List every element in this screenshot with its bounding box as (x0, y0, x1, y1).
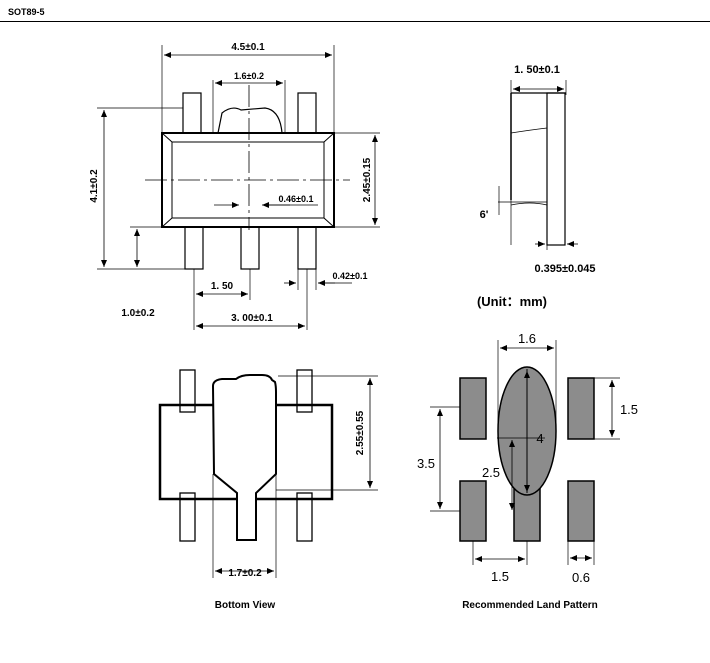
bv-lead-tr (296, 369, 313, 413)
bv-lead-br (296, 492, 313, 542)
dim-angle: 6' (480, 209, 489, 221)
land-pad-bl (459, 480, 487, 542)
dim-lead-width: 0.46±0.1 (279, 194, 314, 204)
dim-pitch: 1. 50 (211, 281, 234, 292)
lp-dim-center-pad: 2.5 (482, 465, 500, 480)
tab-outline (217, 107, 283, 134)
top-view (97, 45, 380, 330)
bottom-lead-1 (184, 226, 204, 270)
dim-lead-length: 1.0±0.2 (121, 308, 155, 319)
lp-dim-pad-height: 1.5 (620, 402, 638, 417)
dim-width: 4.5±0.1 (231, 42, 265, 53)
dim-height: 4.1±0.2 (89, 169, 100, 203)
land-pattern (430, 340, 620, 565)
dim-thickness: 1. 50±0.1 (514, 64, 560, 76)
side-view (498, 80, 578, 250)
bv-lead-bl (179, 492, 196, 542)
bv-thermal-pad (211, 374, 277, 541)
header-divider (0, 21, 710, 22)
bv-dim-pad-width: 1.7±0.2 (228, 568, 262, 579)
lp-dim-row-span: 3.5 (417, 456, 435, 471)
top-lead-left (182, 92, 202, 134)
land-pad-tl (459, 377, 487, 440)
dim-lead-thickness: 0.395±0.045 (534, 263, 595, 275)
dim-outer-lead-width: 0.42±0.1 (333, 271, 368, 281)
lp-dim-pad-width: 0.6 (572, 570, 590, 585)
top-lead-right (297, 92, 317, 134)
unit-label: (Unit：mm) (477, 294, 547, 309)
lp-dim-center-width: 1.6 (518, 331, 536, 346)
side-lead (546, 92, 566, 246)
bottom-view (158, 369, 378, 578)
page-title: SOT89-5 (8, 7, 45, 17)
lp-dim-center-height: 4 (536, 431, 543, 446)
bottom-lead-3 (297, 226, 317, 270)
bottom-view-label: Bottom View (215, 600, 276, 611)
dim-tab-width: 1.6±0.2 (234, 71, 264, 81)
land-pad-tr (567, 377, 595, 440)
land-pattern-label: Recommended Land Pattern (462, 600, 598, 611)
bv-lead-tl (179, 369, 196, 413)
lp-dim-pitch: 1.5 (491, 569, 509, 584)
dim-span: 3. 00±0.1 (231, 313, 273, 324)
bottom-lead-2 (240, 226, 260, 270)
bv-dim-pad-height: 2.55±0.55 (355, 410, 366, 455)
dim-body-height: 2.45±0.15 (362, 157, 373, 202)
land-pad-br (567, 480, 595, 542)
